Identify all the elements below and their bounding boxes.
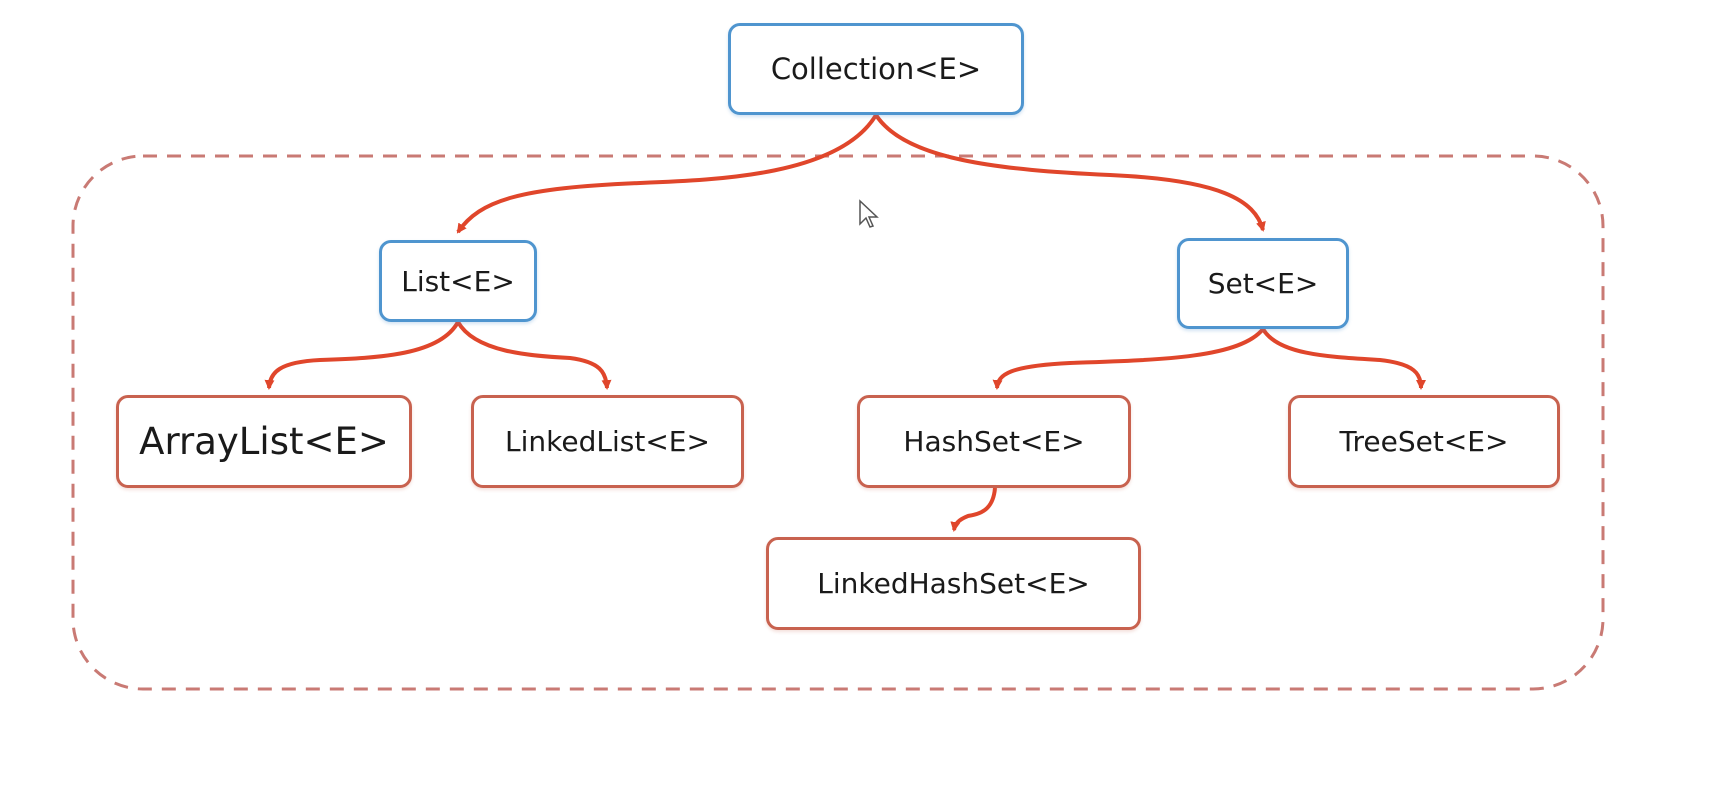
node-list-label: List<E> [401, 264, 515, 298]
edge-collection-to-list [456, 113, 878, 234]
node-collection-label: Collection<E> [770, 52, 982, 86]
edge-list-to-linkedlist [456, 320, 612, 390]
edge-collection-to-set [874, 113, 1266, 232]
node-arraylist-label: ArrayList<E> [139, 420, 389, 463]
edge-hashset-to-linkedhashset [950, 487, 997, 532]
node-list: List<E> [379, 240, 537, 322]
node-arraylist: ArrayList<E> [116, 395, 412, 488]
node-treeset-label: TreeSet<E> [1339, 425, 1509, 458]
mouse-pointer-icon [859, 199, 879, 228]
node-linkedlist: LinkedList<E> [471, 395, 744, 488]
node-linkedhashset: LinkedHashSet<E> [766, 537, 1141, 630]
node-hashset: HashSet<E> [857, 395, 1131, 488]
node-hashset-label: HashSet<E> [903, 425, 1085, 458]
node-set: Set<E> [1177, 238, 1349, 329]
node-treeset: TreeSet<E> [1288, 395, 1560, 488]
node-linkedlist-label: LinkedList<E> [505, 425, 710, 458]
edge-list-to-arraylist [264, 320, 460, 390]
edge-set-to-treeset [1261, 327, 1426, 390]
node-set-label: Set<E> [1207, 267, 1319, 300]
node-collection: Collection<E> [728, 23, 1024, 115]
node-linkedhashset-label: LinkedHashSet<E> [817, 567, 1090, 600]
implementations-group-boundary [71, 154, 1605, 691]
edge-set-to-hashset [992, 327, 1265, 390]
